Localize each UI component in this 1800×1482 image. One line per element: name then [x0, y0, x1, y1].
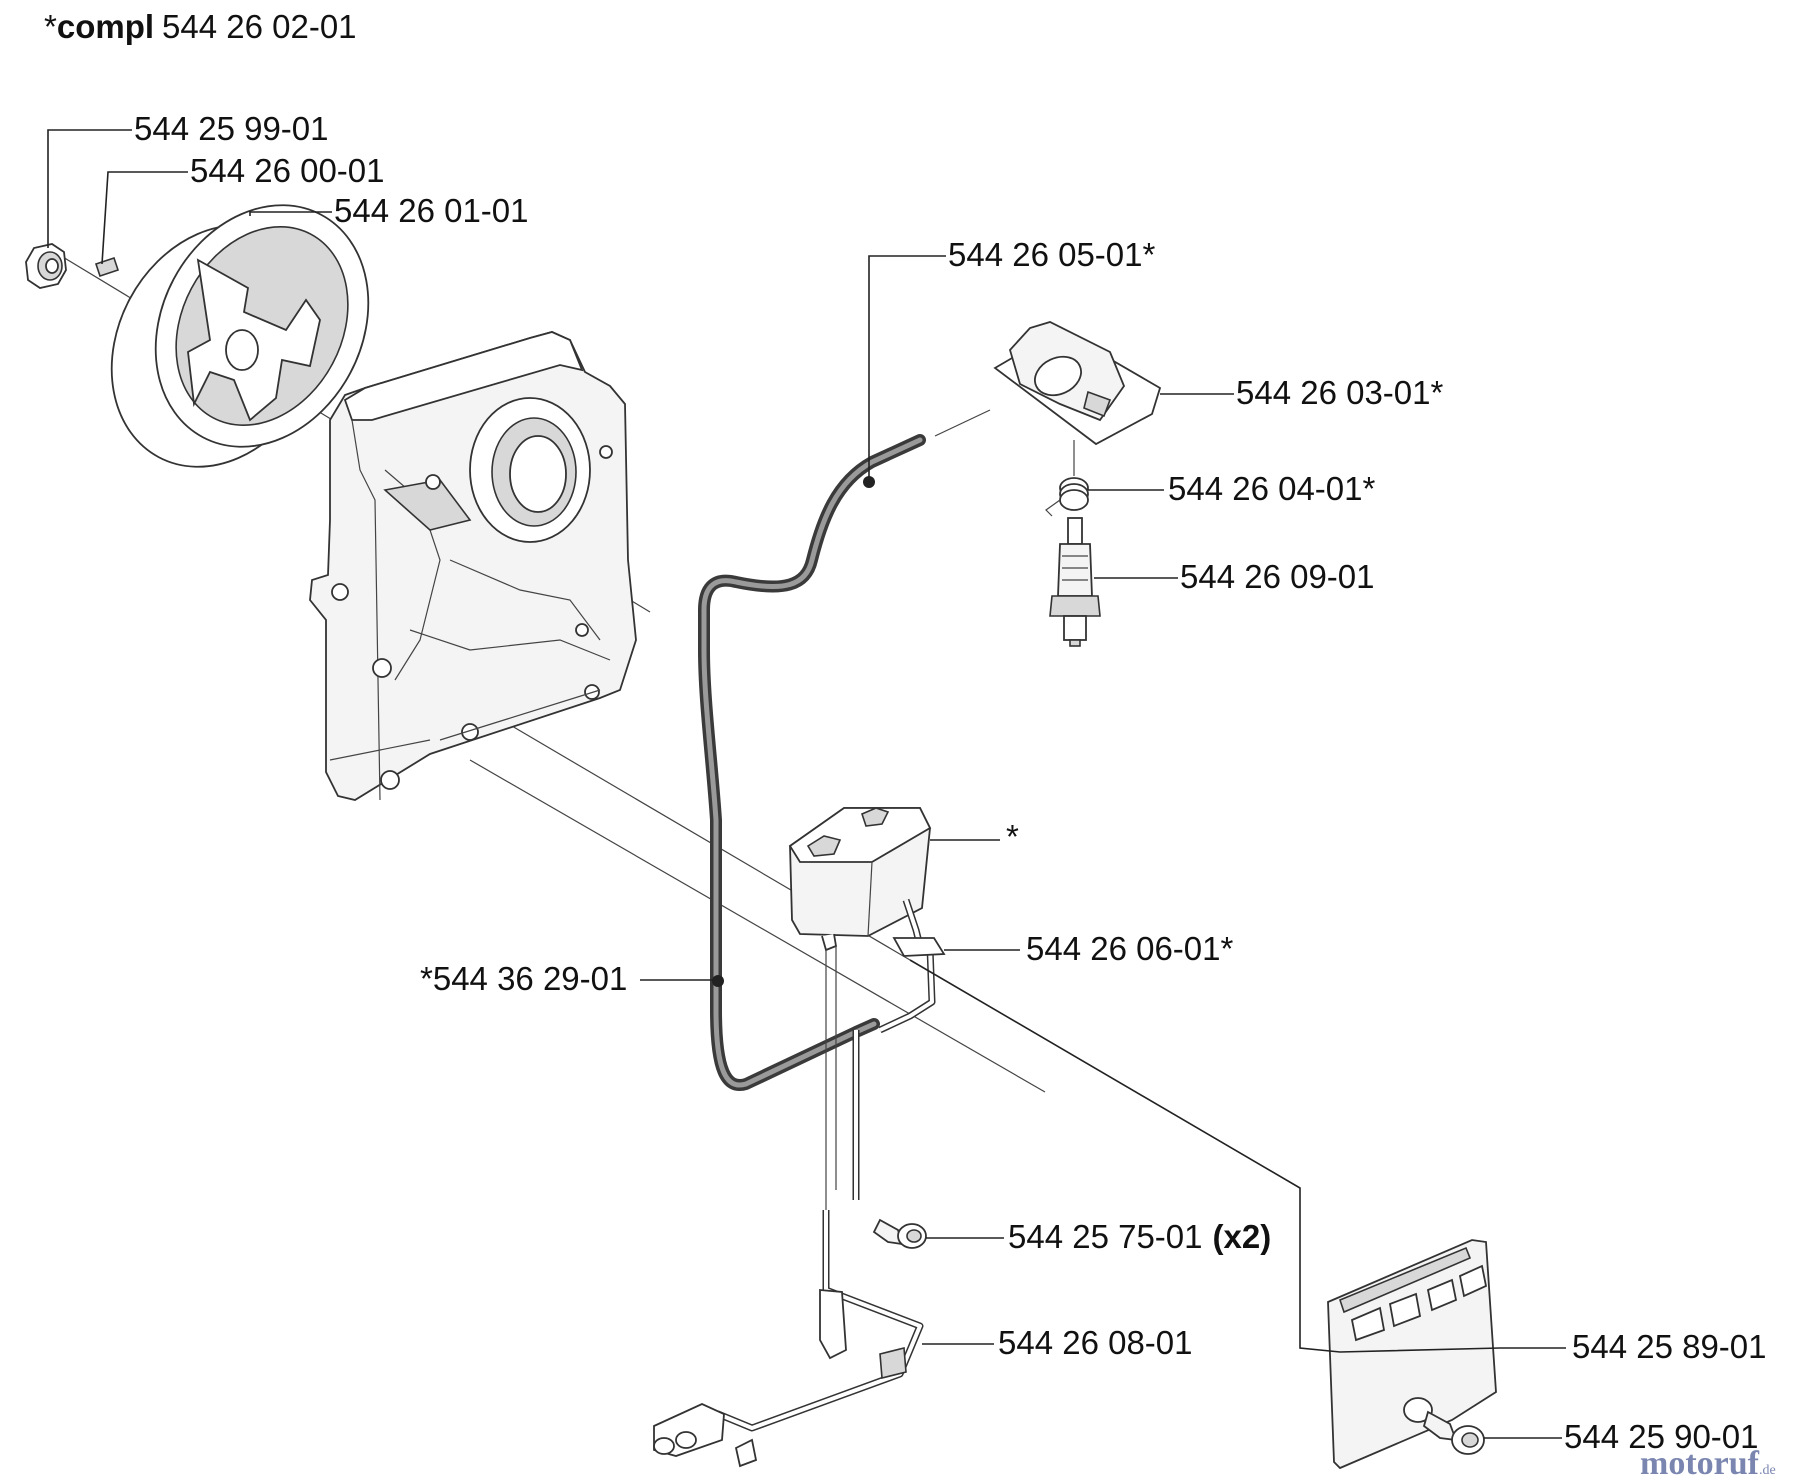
label-module-lead: 544 26 06-01* — [1026, 930, 1234, 967]
crankcase — [309, 331, 637, 801]
flywheel — [110, 204, 370, 468]
title-prefix: * — [44, 8, 57, 45]
flywheel-key — [94, 256, 120, 278]
ignition-cable — [698, 434, 926, 1091]
guard-plate — [1327, 1239, 1497, 1470]
spring — [1045, 440, 1089, 517]
module-lead — [878, 898, 946, 1034]
label-spring: 544 26 04-01* — [1168, 470, 1376, 507]
label-key: 544 26 00-01 — [190, 152, 385, 189]
label-screw-qty: (x2) — [1213, 1218, 1272, 1255]
label-cable: *544 36 29-01 — [420, 960, 627, 997]
label-spark-cap: 544 26 03-01* — [1236, 374, 1444, 411]
spark-plug — [1049, 517, 1101, 647]
leader-key — [101, 171, 188, 265]
leader-guard — [909, 959, 1566, 1353]
spark-plug-cap — [934, 321, 1162, 446]
label-guard: 544 25 89-01 — [1572, 1328, 1767, 1365]
watermark-suffix: .de — [1759, 1463, 1776, 1478]
module-screw — [872, 1218, 927, 1249]
title-bold-word: compl — [57, 8, 154, 45]
flywheel-nut — [25, 243, 67, 289]
label-stop-wire: 544 26 08-01 — [998, 1324, 1193, 1361]
guard-axis-line — [469, 759, 1046, 1093]
leader-flywheel — [249, 211, 332, 216]
watermark: motoruf.de — [1640, 1445, 1776, 1482]
label-guard-screw: 544 25 90-01 — [1564, 1418, 1759, 1455]
title-part-number: 544 26 02-01 — [162, 8, 357, 45]
label-screw: 544 25 75-01 (x2) — [1008, 1218, 1271, 1255]
label-flywheel: 544 26 01-01 — [334, 192, 529, 229]
label-ignition-lead: 544 26 05-01* — [948, 236, 1156, 273]
label-spark-plug: 544 26 09-01 — [1180, 558, 1375, 595]
label-module: * — [1006, 818, 1019, 855]
label-nut: 544 25 99-01 — [134, 110, 329, 147]
guard-screw — [1422, 1410, 1485, 1455]
leader-nut — [47, 129, 132, 248]
stop-wire — [653, 1210, 924, 1468]
watermark-main: motoruf — [1640, 1445, 1760, 1482]
ignition-module — [788, 807, 932, 1210]
label-screw-number: 544 25 75-01 — [1008, 1218, 1203, 1255]
leader-ignition-lead — [868, 255, 946, 478]
